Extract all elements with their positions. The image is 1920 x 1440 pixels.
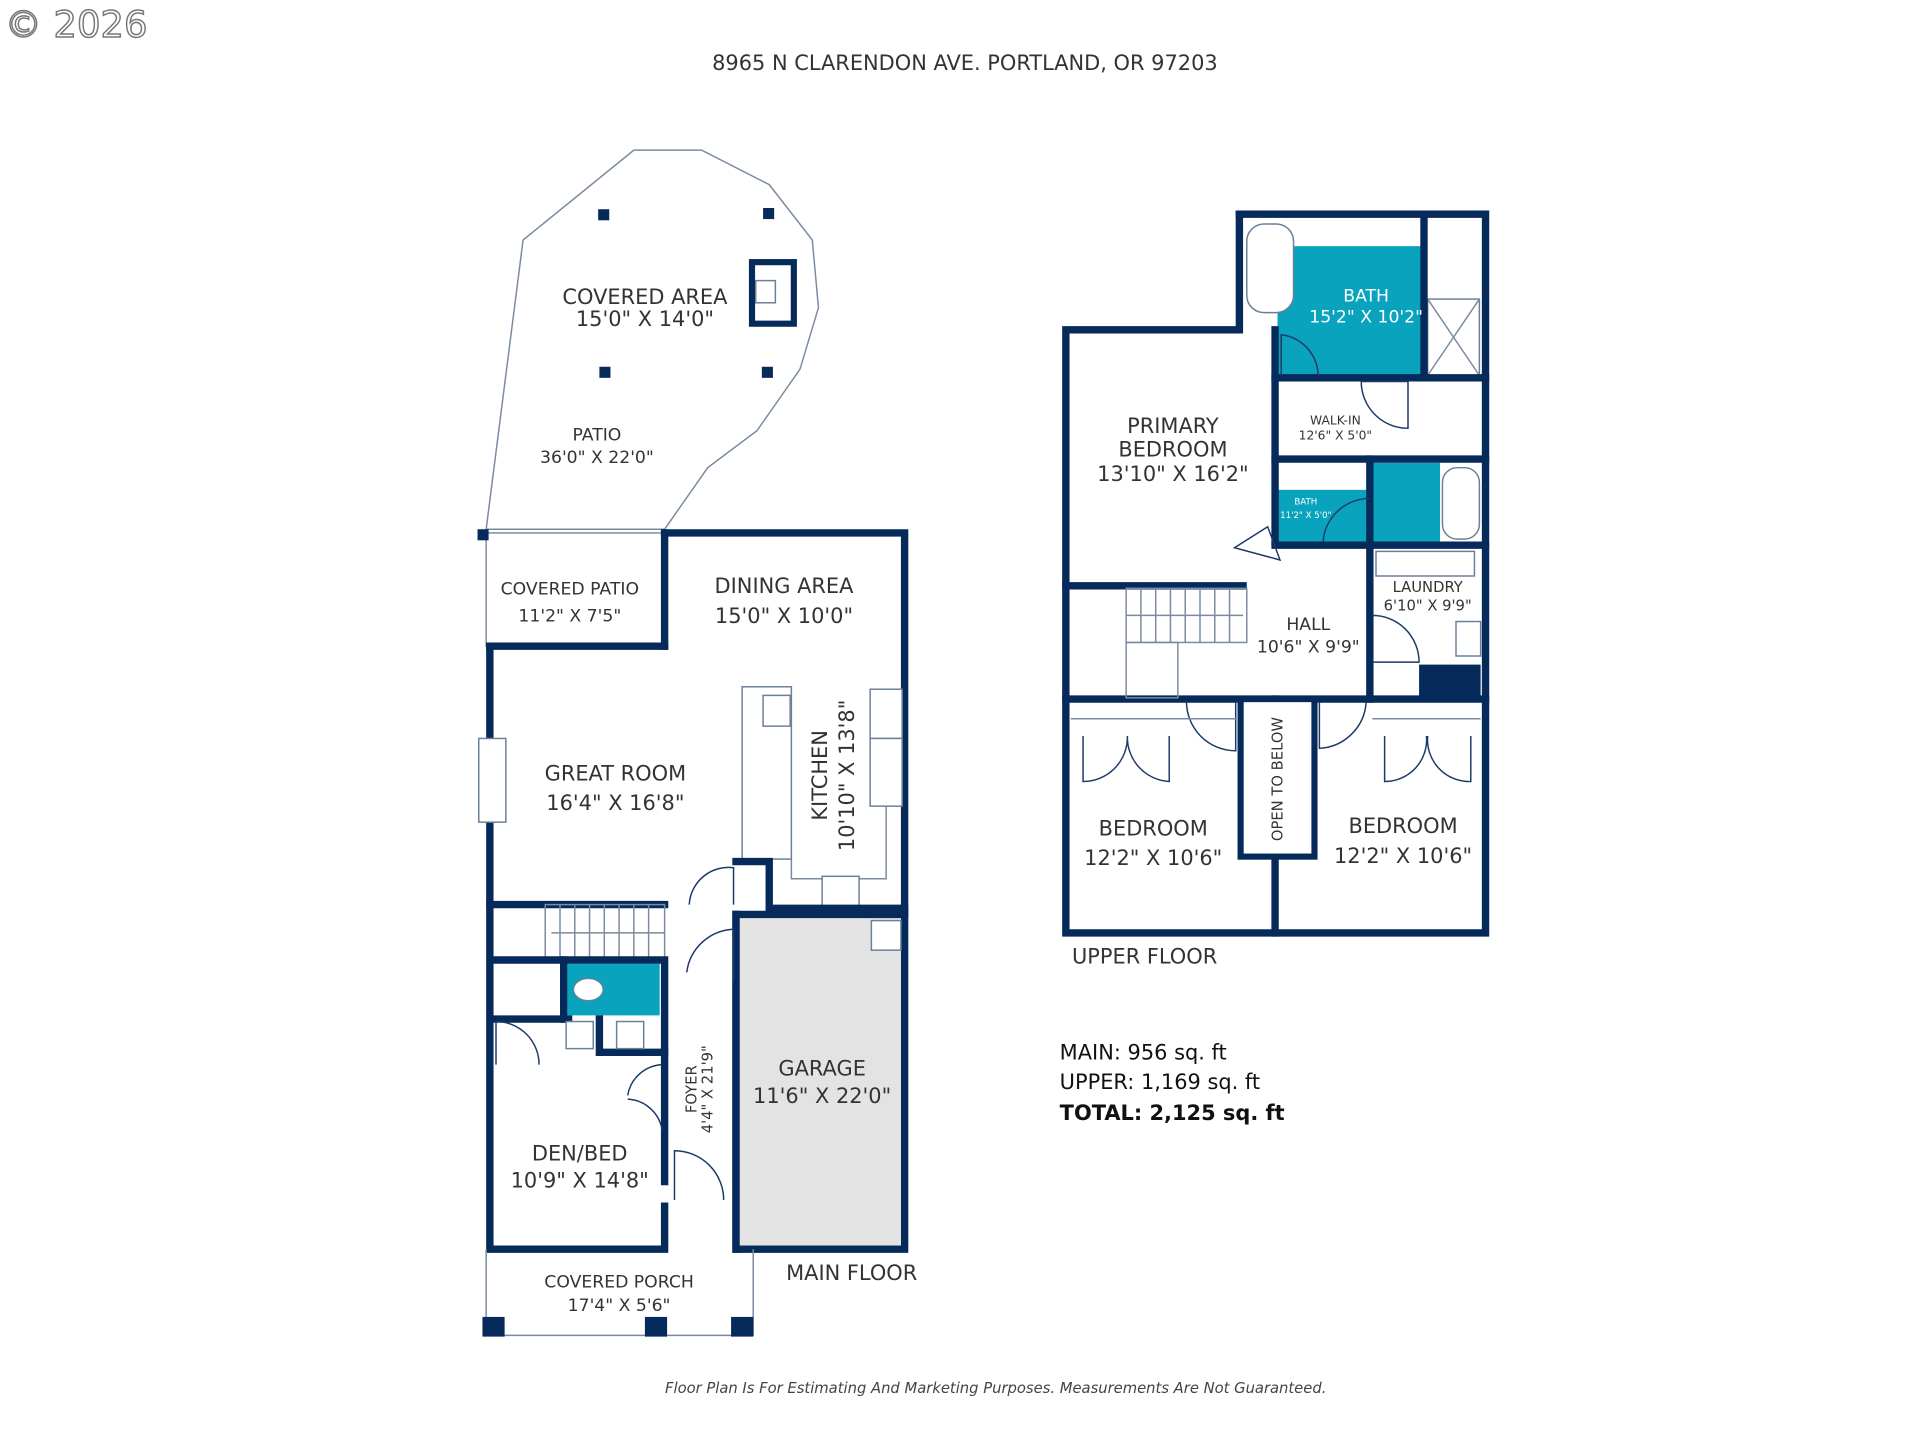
open-to-below [1237,696,1318,860]
primary-bedroom-label-2: BEDROOM [1118,438,1227,462]
walkin-label: WALK-IN [1310,414,1361,428]
bedroom-left-label: BEDROOM [1099,817,1208,841]
covered-patio-label: COVERED PATIO [501,579,639,599]
bedroom-right-label: BEDROOM [1349,814,1458,838]
post [598,209,610,221]
kitchen-dims: 10'10" X 13'8" [835,700,859,851]
main-sqft: MAIN: 956 sq. ft [1060,1041,1227,1065]
great-room-label: GREAT ROOM [545,761,687,785]
den-dims: 10'9" X 14'8" [511,1169,649,1193]
outdoor-fireplace-icon [748,259,797,327]
garage-label: GARAGE [778,1057,866,1081]
copyright-watermark: © 2026 [5,3,148,46]
primary-bath-label: BATH [1343,287,1389,307]
primary-bedroom-label-1: PRIMARY [1127,414,1219,438]
main-floor-title: MAIN FLOOR [786,1261,917,1285]
bathtub-icon [1246,223,1295,314]
hall-label: HALL [1286,615,1330,635]
patio-label: PATIO [572,426,621,446]
walkin-dims: 12'6" X 5'0" [1299,428,1372,442]
bedroom-left-dims: 12'2" X 10'6" [1084,846,1222,870]
great-room-dims: 16'4" X 16'8" [546,791,684,815]
covered-patio-dims: 11'2" X 7'5" [518,607,621,627]
laundry-dims: 6'10" X 9'9" [1384,597,1472,614]
patio-dims: 36'0" X 22'0" [540,448,654,468]
garage-dims: 11'6" X 22'0" [753,1084,891,1108]
garage-floor [739,918,901,1246]
upper-floor-title: UPPER FLOOR [1072,945,1217,969]
laundry-label: LAUNDRY [1393,579,1464,596]
post [763,208,775,220]
stove-icon [821,875,860,910]
stairs-upper [1125,587,1248,699]
den-label: DEN/BED [532,1142,628,1166]
water-heater [1419,664,1481,700]
foyer-dims: 4'4" X 21'9" [700,1045,717,1133]
bath-2 [1277,489,1369,542]
fireplace-icon [478,737,507,823]
dining-label: DINING AREA [715,574,855,598]
kitchen-label: KITCHEN [808,730,832,821]
bath-2-label: BATH [1294,498,1317,508]
total-sqft: TOTAL: 2,125 sq. ft [1060,1101,1285,1125]
bath-2-dims: 11'2" X 5'0" [1280,511,1331,521]
bedroom-right-dims: 12'2" X 10'6" [1334,844,1472,868]
covered-area-label: COVERED AREA [562,285,728,309]
primary-bath-dims: 15'2" X 10'2" [1309,307,1423,327]
hall-dims: 10'6" X 9'9" [1257,637,1360,657]
foyer-label: FOYER [684,1065,701,1113]
porch-label: COVERED PORCH [544,1272,694,1292]
dining-dims: 15'0" X 10'0" [715,604,853,628]
covered-area-dims: 15'0" X 14'0" [576,307,714,331]
main-floor: COVERED AREA 15'0" X 14'0" PATIO 36'0" X… [477,149,917,1337]
stairs [544,903,666,959]
disclaimer: Floor Plan Is For Estimating And Marketi… [665,1380,1326,1397]
primary-bedroom-dims: 13'10" X 16'2" [1097,462,1248,486]
address-title: 8965 N CLARENDON AVE. PORTLAND, OR 97203 [712,51,1218,75]
post [599,366,611,378]
upper-sqft: UPPER: 1,169 sq. ft [1060,1070,1260,1094]
patio-outline [485,149,820,530]
upper-floor: BATH 15'2" X 10'2" PRIMARY BEDROOM 13'10… [1062,210,1490,969]
post [761,366,773,378]
open-to-below-label: OPEN TO BELOW [1269,717,1286,842]
porch-dims: 17'4" X 5'6" [568,1296,671,1316]
area-summary: MAIN: 956 sq. ft UPPER: 1,169 sq. ft TOT… [1060,1041,1285,1125]
primary-bath [1277,246,1423,377]
